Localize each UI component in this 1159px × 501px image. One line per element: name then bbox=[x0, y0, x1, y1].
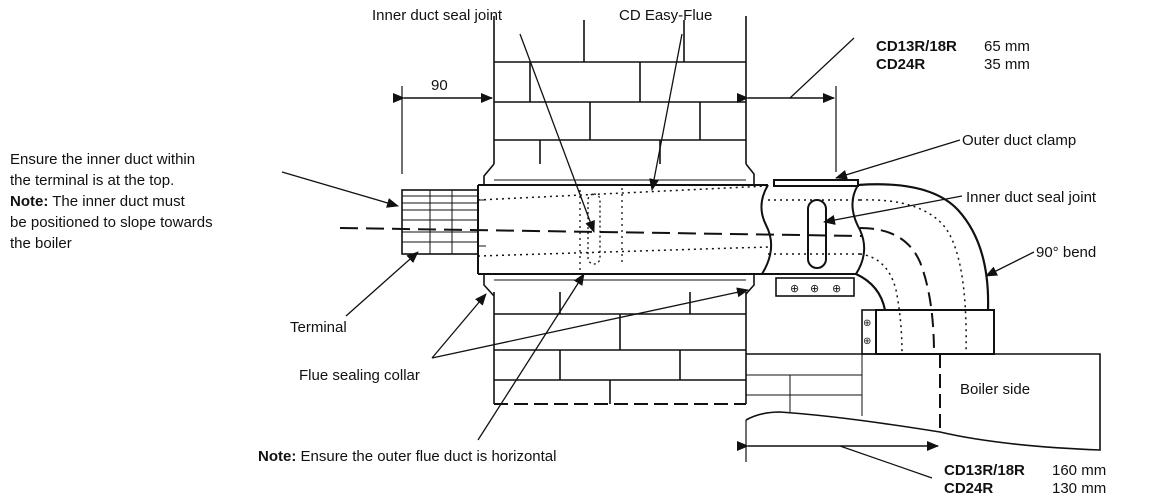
terminal bbox=[401, 189, 486, 255]
centerline bbox=[339, 227, 863, 237]
spec-model: CD13R/18R bbox=[876, 38, 957, 55]
label-ensure-line2: the terminal is at the top. bbox=[10, 172, 175, 189]
label-ensure-line3: Note: The inner duct must bbox=[10, 192, 185, 212]
leader-lines bbox=[281, 33, 1035, 441]
label-terminal: Terminal bbox=[290, 319, 347, 336]
dimension-top-right bbox=[737, 37, 855, 172]
label-ensure-line4: be positioned to slope towards bbox=[10, 214, 213, 231]
spec-value: 65 mm bbox=[984, 38, 1030, 55]
label-outer-duct-clamp: Outer duct clamp bbox=[962, 132, 1077, 149]
label-boiler-side: Boiler side bbox=[960, 381, 1031, 398]
wall-lower bbox=[493, 292, 747, 405]
label-cd-easy-flue: CD Easy-Flue bbox=[619, 7, 713, 24]
label-ensure-line1: Ensure the inner duct within bbox=[10, 151, 196, 168]
svg-text:⊕: ⊕ bbox=[863, 318, 871, 329]
label-ensure-line5: the boiler bbox=[10, 235, 72, 252]
outer-flue-duct bbox=[477, 184, 773, 275]
spec-value: 130 mm bbox=[1052, 480, 1107, 497]
note-word: Note: bbox=[10, 193, 49, 210]
spec-bottom-row: CD13R/18R 160 mm bbox=[944, 462, 1106, 480]
spec-model: CD13R/18R bbox=[944, 462, 1025, 479]
svg-text:⊕: ⊕ bbox=[863, 336, 871, 347]
joint-section: ⊕ ⊕ ⊕ bbox=[768, 179, 866, 297]
dimension-bottom-right bbox=[737, 420, 939, 479]
note-bottom-text: Ensure the outer flue duct is horizontal bbox=[300, 448, 557, 465]
label-inner-duct-seal-joint-top: Inner duct seal joint bbox=[372, 7, 503, 24]
spec-top-row: CD24R 35 mm bbox=[876, 56, 1030, 74]
spec-value: 160 mm bbox=[1052, 462, 1107, 479]
svg-text:⊕: ⊕ bbox=[810, 282, 819, 295]
label-90-bend: 90° bend bbox=[1036, 244, 1097, 261]
label-note-bottom: Note: Ensure the outer flue duct is hori… bbox=[258, 447, 556, 467]
note-bottom-word: Note: bbox=[258, 448, 297, 465]
ensure-line3-text: The inner duct must bbox=[52, 193, 185, 210]
label-inner-duct-seal-joint-right: Inner duct seal joint bbox=[966, 189, 1097, 206]
label-flue-sealing-collar: Flue sealing collar bbox=[299, 367, 420, 384]
spec-model: CD24R bbox=[944, 480, 994, 497]
label-dimension-90: 90 bbox=[431, 77, 448, 94]
boiler-block bbox=[745, 353, 1101, 451]
spec-value: 35 mm bbox=[984, 56, 1030, 73]
dimension-90 bbox=[393, 86, 493, 174]
svg-text:⊕: ⊕ bbox=[832, 282, 841, 295]
spec-model: CD24R bbox=[876, 56, 926, 73]
spec-bottom: CD13R/18R 160 mm CD24R 130 mm bbox=[944, 462, 1106, 498]
bend-90: ⊕ ⊕ bbox=[855, 183, 995, 355]
spec-bottom-row: CD24R 130 mm bbox=[944, 480, 1106, 498]
svg-text:⊕: ⊕ bbox=[790, 282, 799, 295]
wall-upper bbox=[493, 16, 747, 164]
spec-top-row: CD13R/18R 65 mm bbox=[876, 38, 1030, 56]
spec-top: CD13R/18R 65 mm CD24R 35 mm bbox=[876, 38, 1030, 74]
